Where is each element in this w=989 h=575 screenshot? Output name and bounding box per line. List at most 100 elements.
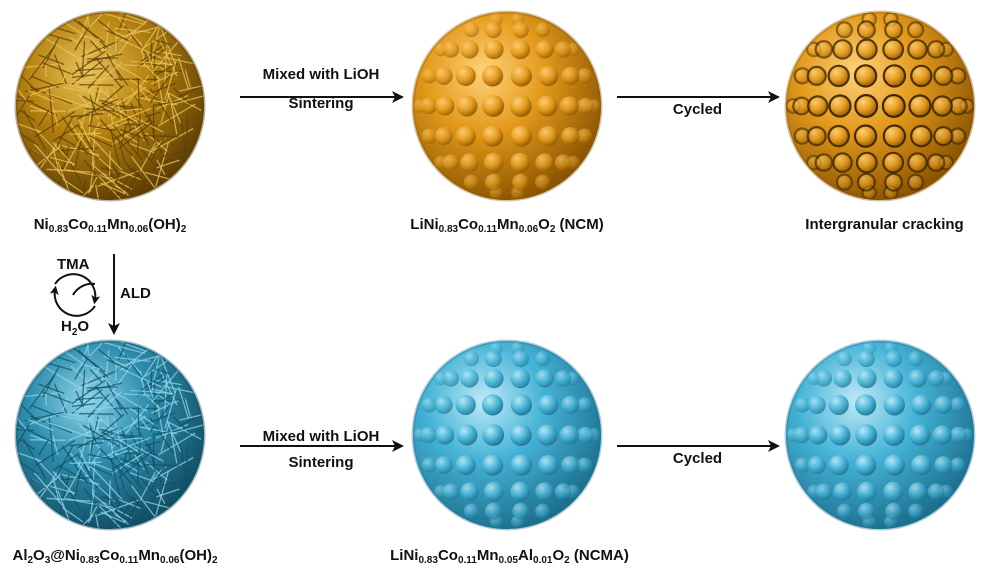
primary-grain <box>442 41 460 58</box>
primary-grain <box>858 350 875 368</box>
primary-grain <box>794 457 810 473</box>
primary-grain <box>561 395 580 414</box>
formula-text: Ni <box>33 216 49 233</box>
primary-grain <box>856 20 876 40</box>
primary-grain <box>421 128 437 144</box>
primary-grain <box>538 65 559 86</box>
flake <box>184 398 191 417</box>
flake <box>71 388 103 415</box>
flake <box>119 110 142 126</box>
flake <box>163 385 194 394</box>
primary-grain <box>910 124 933 148</box>
formula-text: (NCM) <box>555 216 604 233</box>
primary-grain <box>933 65 954 87</box>
flake <box>100 511 126 524</box>
formula-text: Mn <box>476 547 499 564</box>
primary-grain <box>510 65 532 87</box>
flake <box>118 498 144 510</box>
flake <box>177 386 190 419</box>
primary-grain <box>510 39 530 60</box>
flake <box>72 406 117 412</box>
primary-grain <box>926 153 946 172</box>
flake <box>119 439 142 455</box>
flake <box>60 397 69 415</box>
flake <box>78 119 91 142</box>
flake <box>42 37 60 69</box>
flake <box>16 99 35 103</box>
flake <box>16 94 58 116</box>
flake <box>62 86 86 93</box>
flake <box>77 103 88 140</box>
flake <box>41 35 76 57</box>
flake <box>112 448 151 470</box>
primary-grain <box>512 502 529 520</box>
flake <box>173 416 191 434</box>
formula-text: Co <box>458 216 479 233</box>
primary-grain <box>807 456 826 475</box>
flake <box>149 404 171 433</box>
primary-grain <box>510 394 532 416</box>
primary-grain <box>910 64 933 88</box>
flake <box>97 19 115 34</box>
flake <box>156 488 166 505</box>
flake <box>152 428 188 436</box>
flake <box>116 341 147 353</box>
primary-grain <box>554 41 572 58</box>
coated-precursor-label: Al2O3@Ni0.83Co0.11Mn0.06(OH)2 <box>0 547 230 566</box>
primary-grain <box>835 21 854 39</box>
flake <box>143 463 179 467</box>
primary-grain <box>535 503 551 519</box>
flake <box>74 355 90 380</box>
flake <box>144 111 161 118</box>
flake <box>104 341 145 355</box>
flake <box>149 134 167 163</box>
primary-grain <box>455 455 476 476</box>
primary-grain <box>907 39 928 60</box>
primary-grain <box>908 503 924 519</box>
flake <box>150 70 187 73</box>
alumina-coated-precursor-particle <box>14 339 206 531</box>
flake <box>62 415 86 422</box>
flake <box>45 92 89 108</box>
primary-grain <box>456 95 478 117</box>
flake <box>34 457 57 481</box>
primary-grain <box>856 172 876 192</box>
primary-grain <box>456 424 478 446</box>
primary-grain <box>833 369 852 388</box>
primary-grain <box>855 424 878 446</box>
flake <box>38 54 65 66</box>
flake <box>130 496 145 512</box>
flake <box>90 38 113 57</box>
primary-grain <box>455 126 476 147</box>
primary-grain <box>882 424 905 446</box>
primary-grain <box>806 126 827 147</box>
primary-grain <box>577 68 593 84</box>
flake <box>115 505 130 525</box>
flake <box>184 69 191 88</box>
primary-grain <box>463 174 479 190</box>
flake <box>160 422 170 453</box>
flake <box>90 391 123 419</box>
flake <box>155 63 178 76</box>
flake <box>46 168 91 173</box>
flake <box>155 470 170 517</box>
primary-grain <box>577 97 594 115</box>
flake <box>114 356 151 363</box>
flake <box>111 61 148 84</box>
flake <box>61 116 89 155</box>
flake <box>117 341 131 361</box>
cracked-ncm-particle <box>784 10 976 202</box>
flake <box>34 110 76 138</box>
flake <box>186 117 189 142</box>
formula-text: LiNi <box>390 547 419 564</box>
flake <box>90 465 123 500</box>
primary-grain <box>463 22 479 38</box>
primary-grain <box>538 126 559 147</box>
flake <box>149 463 167 492</box>
primary-grain <box>908 369 927 388</box>
flake <box>166 420 182 453</box>
primary-grain <box>485 173 502 191</box>
flake <box>116 12 147 24</box>
flake <box>90 367 113 386</box>
flake <box>130 60 173 66</box>
